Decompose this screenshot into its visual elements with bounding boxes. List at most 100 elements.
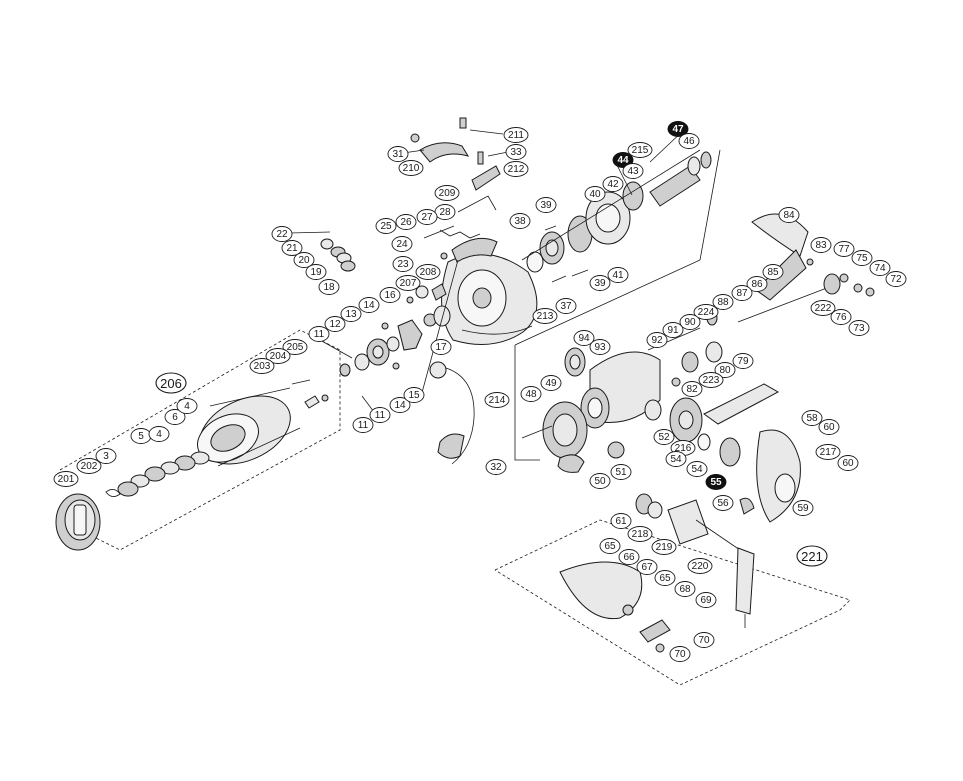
part-callout: 203: [249, 358, 275, 374]
callout-number: 50: [594, 476, 606, 487]
callout-bubble: [387, 146, 409, 162]
callout-bubble: [869, 260, 891, 276]
part-callout: 209: [434, 185, 460, 201]
callout-number: 3: [103, 451, 109, 462]
callout-number: 20: [298, 255, 310, 266]
callout-number: 75: [856, 253, 868, 264]
drag-knob-drawing: [55, 493, 101, 551]
callout-number: 5: [138, 431, 144, 442]
callout-bubble: [379, 287, 401, 303]
callout-bubble: [148, 426, 170, 442]
part-callout: 88: [712, 294, 734, 310]
part-callout: 219: [651, 539, 677, 555]
part-callout: 22: [271, 226, 293, 242]
callout-number: 40: [589, 189, 601, 200]
part-callout: 65: [654, 570, 676, 586]
part-callout: 49: [540, 375, 562, 391]
pinion-area-drawing: [339, 319, 423, 377]
callout-number: 86: [751, 279, 763, 290]
callout-number: 4: [156, 429, 162, 440]
callout-number: 27: [421, 212, 433, 223]
part-callout: 68: [674, 581, 696, 597]
callout-number: 52: [658, 432, 670, 443]
callout-number: 28: [439, 207, 451, 218]
callout-bubble: [686, 461, 708, 477]
callout-number: 26: [400, 217, 412, 228]
callout-number: 4: [184, 401, 190, 412]
callout-number: 37: [560, 301, 572, 312]
callout-number: 83: [815, 240, 827, 251]
part-callout: 215: [627, 142, 653, 158]
side-cover-drawing: [703, 383, 801, 523]
callout-bubble: [308, 326, 330, 342]
callout-number: 14: [363, 300, 375, 311]
callout-number: 38: [514, 216, 526, 227]
part-callout: 80: [714, 362, 736, 378]
part-callout: 16: [379, 287, 401, 303]
callout-bubble: [389, 397, 411, 413]
part-callout: 85: [762, 264, 784, 280]
part-callout: 24: [391, 236, 413, 252]
part-callout: 93: [589, 339, 611, 355]
handle-drawing: [559, 493, 755, 653]
callout-bubble: [833, 241, 855, 257]
callout-number: 11: [375, 410, 386, 421]
callout-bubble: [305, 264, 327, 280]
part-callout: 77: [833, 241, 855, 257]
part-callout: 74: [869, 260, 891, 276]
callout-number: 41: [612, 270, 624, 281]
callout-number: 218: [632, 529, 649, 540]
callout-number: 60: [823, 422, 835, 433]
callout-number: 70: [698, 635, 710, 646]
callout-number: 80: [719, 365, 731, 376]
part-callout: 21: [281, 240, 303, 256]
part-callout: 76: [830, 309, 852, 325]
callout-number: 54: [691, 464, 703, 475]
part-callout: 65: [599, 538, 621, 554]
callout-bubble: [340, 306, 362, 322]
callout-bubble: [674, 581, 696, 597]
callout-bubble: [731, 285, 753, 301]
group-number: 206: [160, 376, 182, 391]
part-callout: 43: [622, 163, 644, 179]
callout-bubble: [369, 407, 391, 423]
callout-number: 16: [384, 290, 396, 301]
callout-number: 66: [623, 552, 635, 563]
group-bubble: [155, 372, 187, 394]
part-callout: 48: [520, 386, 542, 402]
callout-number: 55: [710, 477, 722, 488]
part-callout: 11: [352, 417, 374, 433]
assembly-group-label: 221: [796, 545, 828, 567]
callout-bubble: [693, 632, 715, 648]
callout-number: 58: [806, 413, 818, 424]
callout-number: 90: [684, 317, 696, 328]
callout-number: 15: [408, 390, 420, 401]
part-callout: 18: [318, 279, 340, 295]
callout-bubble: [602, 176, 624, 192]
callout-bubble: [599, 538, 621, 554]
part-callout: 211: [503, 127, 529, 143]
callout-number: 23: [397, 259, 409, 270]
part-callout: 212: [503, 161, 529, 177]
callout-number: 87: [736, 288, 748, 299]
callout-bubble: [792, 500, 814, 516]
spool-small-parts-drawing: [291, 379, 329, 409]
callout-bubble: [53, 471, 79, 487]
part-callout: 59: [792, 500, 814, 516]
callout-bubble: [555, 298, 577, 314]
callout-number: 43: [627, 166, 639, 177]
callout-bubble: [654, 570, 676, 586]
callout-number: 48: [525, 389, 537, 400]
callout-number: 217: [820, 447, 837, 458]
callout-number: 92: [651, 335, 663, 346]
part-callout: 73: [848, 320, 870, 336]
callout-bubble: [509, 213, 531, 229]
part-callout: 224: [693, 304, 719, 320]
bail-wire-drawing: [429, 361, 475, 465]
callout-number: 72: [890, 274, 902, 285]
callout-number: 93: [594, 342, 606, 353]
part-callout: 222: [810, 300, 836, 316]
callout-bubble: [505, 144, 527, 160]
callout-bubble: [622, 163, 644, 179]
drive-gear-drawing: [521, 401, 625, 473]
